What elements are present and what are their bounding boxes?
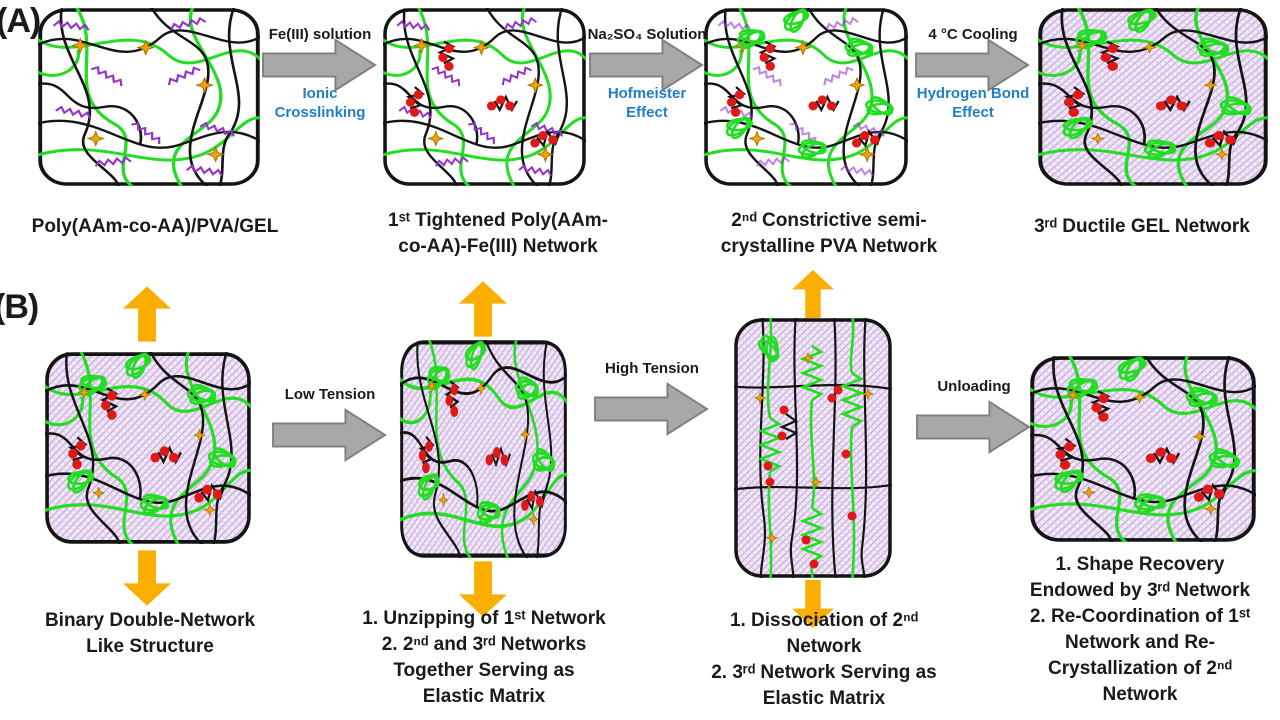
unloading-arrow-label: Unloading [937, 378, 1011, 395]
panel-b2-low-tension [400, 340, 567, 558]
caption-line: Elastic Matrix [762, 688, 886, 709]
caption-line: Network [786, 636, 862, 657]
caption-line: 1. Shape Recovery [1055, 554, 1225, 575]
network-illustration-b1 [45, 352, 251, 544]
panel-a3-pva-network [704, 8, 908, 186]
tension-arrow-1: Low Tension [264, 386, 396, 463]
caption-a1: Poly(AAm-co-AA)/PVA/GEL [10, 214, 300, 240]
caption-line: Binary Double-Network [44, 610, 256, 631]
caption-line: Like Structure [86, 636, 214, 657]
caption-line: 1. Dissociation of 2ⁿᵈ [729, 610, 919, 631]
network-illustration-a3 [704, 8, 908, 186]
process-arrow-2-label: Na₂SO₄ Solution [587, 26, 707, 43]
panel-b1-binary-network [45, 352, 251, 544]
network-illustration-b3 [734, 318, 892, 578]
caption-b3: 1. Dissociation of 2ⁿᵈ Network 2. 3ʳᵈ Ne… [664, 608, 984, 712]
tension-arrow-2: High Tension [586, 360, 718, 437]
panel-a2-fe-network [383, 8, 586, 186]
caption-line: Network and Re- [1065, 632, 1215, 653]
right-arrow-icon [272, 408, 387, 462]
up-arrow-icon [122, 286, 172, 342]
network-illustration-b4 [1030, 356, 1256, 542]
unloading-arrow: Unloading [908, 378, 1040, 455]
process-arrow-1-label: Fe(III) solution [268, 26, 372, 43]
caption-line: 2. 2ⁿᵈ and 3ʳᵈ Networks [381, 634, 587, 655]
process-arrow-1-mechanism: Ionic Crosslinking [274, 84, 366, 121]
caption-line: Poly(AAm-co-AA)/PVA/GEL [31, 216, 279, 237]
caption-line: 3ʳᵈ Ductile GEL Network [1034, 216, 1250, 237]
process-arrow-2: Na₂SO₄ Solution Hofmeister Effect [586, 26, 708, 122]
down-arrow-icon [122, 550, 172, 606]
caption-a4: 3ʳᵈ Ductile GEL Network [1004, 214, 1280, 240]
up-arrow-icon [792, 270, 834, 318]
process-arrow-3-label: 4 °C Cooling [928, 26, 1018, 43]
up-arrow-icon [458, 281, 508, 337]
process-arrow-2-mechanism: Hofmeister Effect [607, 84, 687, 121]
caption-line: 2. 3ʳᵈ Network Serving as [711, 662, 937, 683]
caption-a2: 1ˢᵗ Tightened Poly(AAm- co-AA)-Fe(III) N… [352, 208, 644, 260]
caption-line: Endowed by 3ʳᵈ Network [1029, 580, 1251, 601]
caption-line: crystalline PVA Network [720, 236, 938, 257]
caption-b2: 1. Unzipping of 1ˢᵗ Network 2. 2ⁿᵈ and 3… [336, 606, 632, 710]
right-arrow-icon [594, 382, 709, 436]
panel-a4-gel-network [1038, 8, 1268, 186]
caption-line: Crystallization of 2ⁿᵈ [1048, 658, 1232, 679]
row-b-label: (B) [0, 288, 39, 326]
caption-b4: 1. Shape Recovery Endowed by 3ʳᵈ Network… [996, 552, 1280, 708]
network-illustration-b2 [400, 340, 567, 558]
panel-b4-recovered-network [1030, 356, 1256, 542]
caption-b1: Binary Double-Network Like Structure [0, 608, 300, 660]
process-arrow-3-mechanism: Hydrogen Bond Effect [916, 84, 1030, 121]
right-arrow-icon [916, 400, 1030, 454]
caption-line: 1ˢᵗ Tightened Poly(AAm- [388, 210, 608, 231]
tension-arrow-1-label: Low Tension [284, 386, 376, 403]
panel-b3-high-tension [734, 318, 892, 578]
caption-line: Network [1102, 684, 1178, 705]
caption-line: Elastic Matrix [422, 686, 546, 707]
network-illustration-a4 [1038, 8, 1268, 186]
process-arrow-3: 4 °C Cooling Hydrogen Bond Effect [910, 26, 1036, 122]
panel-a1-pristine-network [38, 8, 260, 186]
network-illustration-a1 [38, 8, 260, 186]
caption-line: 2ⁿᵈ Constrictive semi- [731, 210, 927, 231]
caption-a3: 2ⁿᵈ Constrictive semi- crystalline PVA N… [676, 208, 982, 260]
caption-line: co-AA)-Fe(III) Network [398, 236, 598, 257]
caption-line: 2. Re-Coordination of 1ˢᵗ [1029, 606, 1251, 627]
caption-line: 1. Unzipping of 1ˢᵗ Network [362, 608, 606, 629]
network-illustration-a2 [383, 8, 586, 186]
row-a-label: (A) [0, 2, 41, 40]
caption-line: Together Serving as [393, 660, 575, 681]
tension-arrow-2-label: High Tension [605, 360, 699, 377]
process-arrow-1: Fe(III) solution Ionic Crosslinking [258, 26, 382, 122]
